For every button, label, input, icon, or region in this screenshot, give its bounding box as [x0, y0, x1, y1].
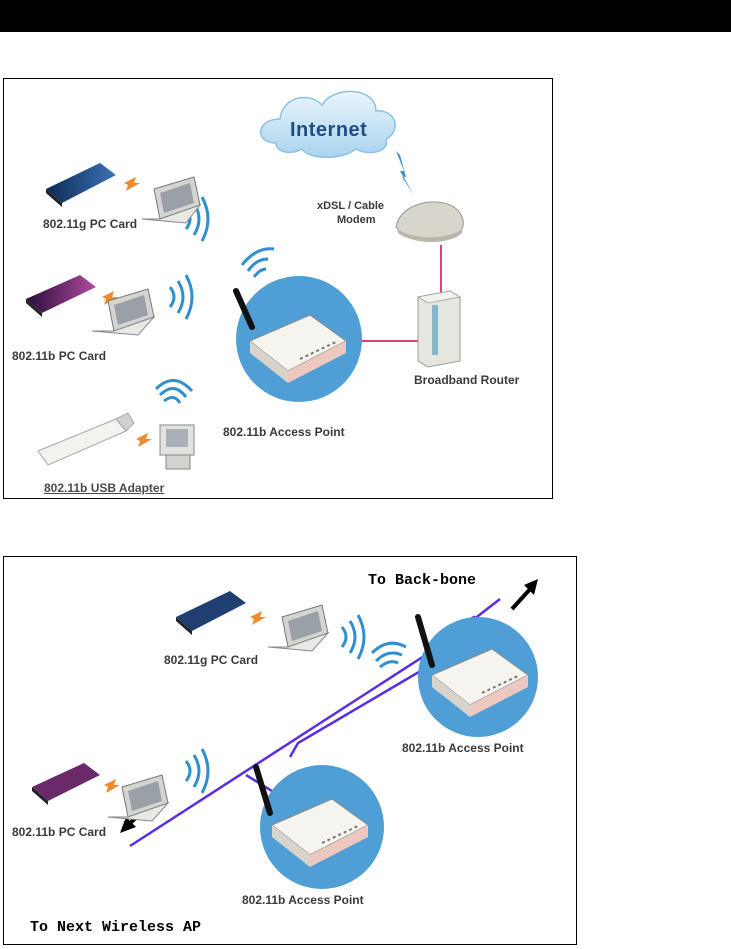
modem-icon [396, 202, 463, 242]
access-point-icon [418, 617, 538, 737]
lightning-icon [396, 151, 414, 195]
pc-card-b-icon [32, 763, 100, 805]
broadband-router-icon [418, 291, 460, 367]
pc-card-b-label: 802.11b PC Card [12, 825, 106, 839]
laptop-icon [92, 289, 154, 335]
access-point-label: 802.11b Access Point [223, 425, 345, 439]
access-point-bottom-label: 802.11b Access Point [242, 893, 364, 907]
arrow-icon [104, 779, 120, 793]
pc-card-g-label: 802.11g PC Card [164, 653, 258, 667]
usb-adapter-icon [38, 413, 134, 465]
desktop-computer-icon [160, 425, 194, 469]
arrow-icon [124, 177, 140, 191]
pc-card-g-icon [46, 163, 116, 207]
modem-label-line1: xDSL / Cable [317, 200, 384, 212]
laptop-icon [268, 605, 328, 651]
figure-network-infrastructure: Internet xDSL / Cable Modem Broadband Ro… [3, 78, 553, 499]
figure-wds-backbone: To Back-bone To Next Wireless AP 802.11g… [3, 556, 577, 945]
access-point-icon [236, 276, 362, 402]
pc-card-g-label: 802.11g PC Card [43, 217, 137, 231]
modem-label-line2: Modem [337, 214, 376, 226]
next-ap-label: To Next Wireless AP [30, 919, 201, 936]
pc-card-b-label: 802.11b PC Card [12, 349, 106, 363]
pc-card-b-icon [26, 275, 96, 317]
top-header-bar [0, 0, 731, 32]
router-label: Broadband Router [414, 373, 519, 387]
access-point-icon [256, 765, 384, 889]
access-point-top-label: 802.11b Access Point [402, 741, 524, 755]
arrow-icon [136, 433, 152, 447]
arrow-icon [250, 611, 266, 625]
pc-card-g-icon [176, 591, 246, 635]
arrow-up-right-icon [512, 579, 538, 609]
laptop-icon [142, 177, 200, 223]
backbone-label: To Back-bone [368, 572, 476, 589]
usb-adapter-label: 802.11b USB Adapter [44, 481, 164, 495]
laptop-icon [108, 775, 168, 821]
internet-label: Internet [290, 119, 367, 142]
